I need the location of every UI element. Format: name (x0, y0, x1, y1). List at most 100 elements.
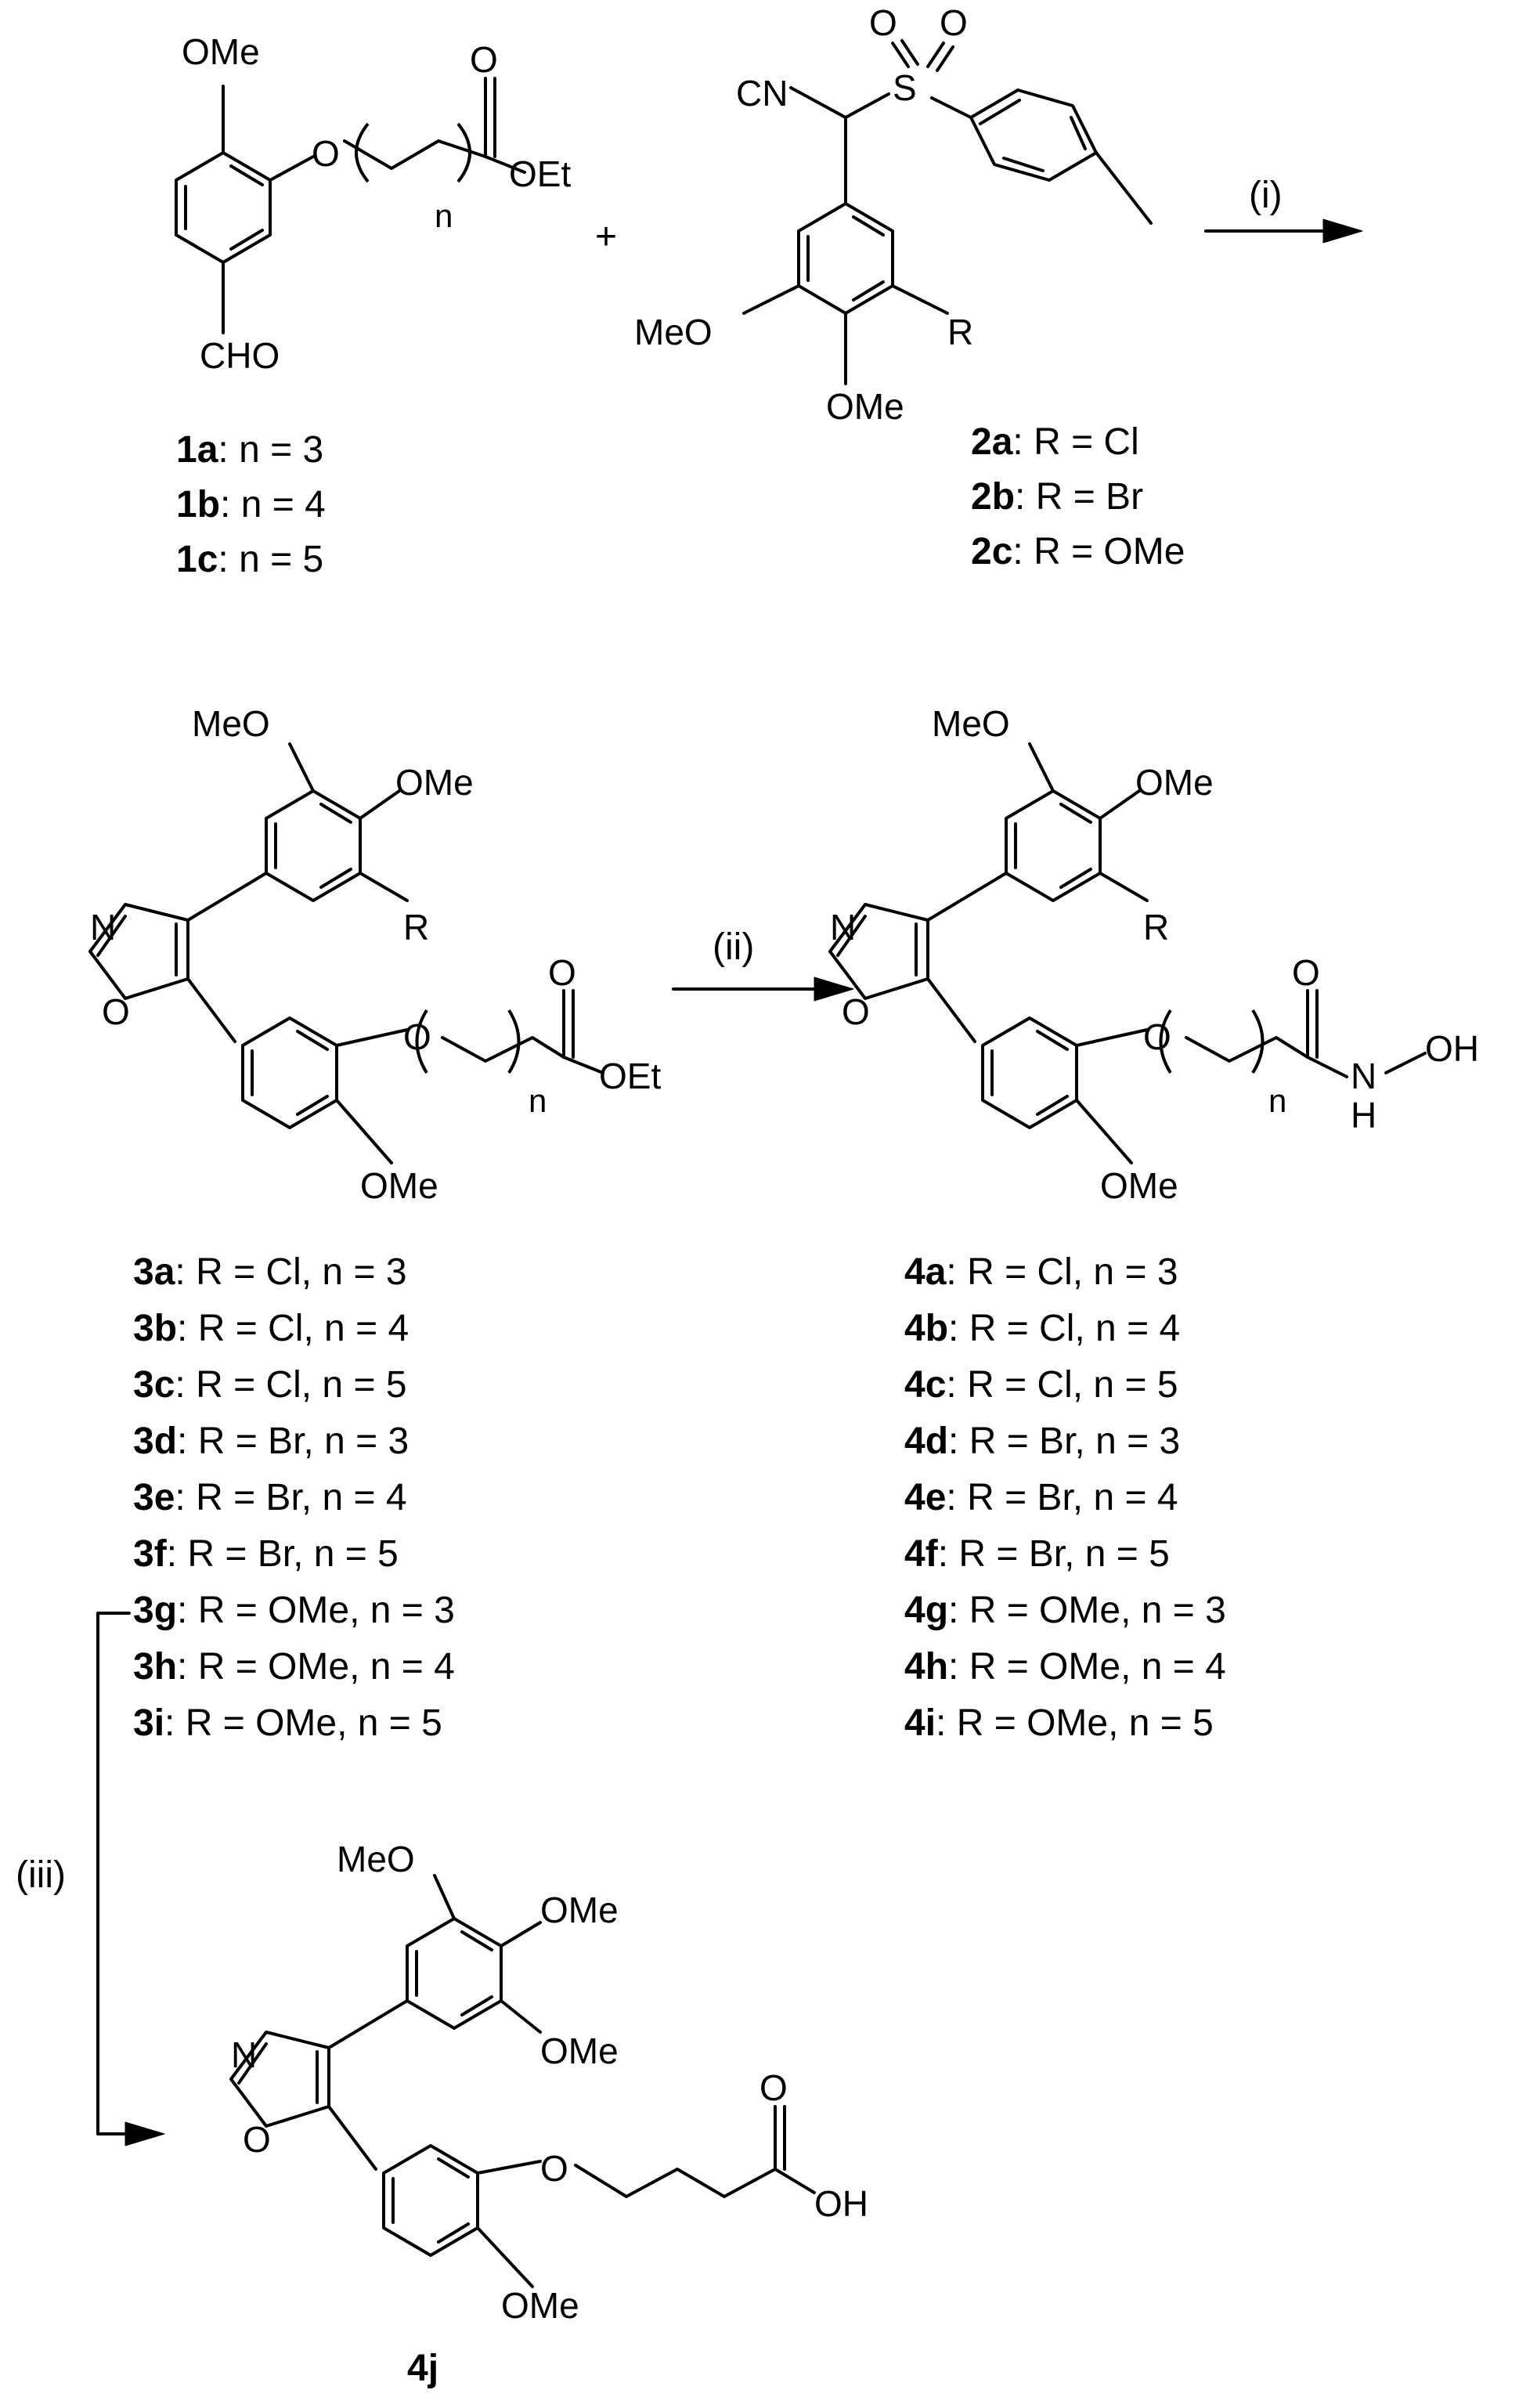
atom-OMe: OMe (826, 386, 904, 427)
compound-id: 4g (904, 1590, 948, 1631)
compound-id: 1b (176, 484, 220, 525)
atom-OMe: OMe (501, 2285, 579, 2326)
atom-OMe: OMe (540, 1890, 619, 1930)
atom-O: O (759, 2067, 788, 2108)
labels-3: 3a: R = Cl, n = 3 3b: R = Cl, n = 4 3c: … (133, 1251, 455, 1744)
svg-text:1a: n = 3: 1a: n = 3 (176, 429, 323, 471)
arrow-step-iii: (iii) (16, 1612, 165, 2146)
svg-text:3g: R = OMe, n = 3: 3g: R = OMe, n = 3 (133, 1590, 455, 1631)
plus-sign: + (595, 216, 617, 258)
compound-id: 1a (176, 429, 218, 471)
compound-id: 3f (133, 1533, 168, 1575)
compound-id: 4c (904, 1364, 946, 1406)
compound-id: 4d (904, 1421, 948, 1462)
compound-id: 3d (133, 1421, 177, 1462)
compound-desc: : R = OMe, n = 4 (177, 1646, 455, 1688)
svg-text:3d: R = Br, n = 3: 3d: R = Br, n = 3 (133, 1421, 409, 1462)
atom-OH: OH (814, 2183, 868, 2224)
compound-desc: : R = Cl (1012, 421, 1138, 463)
atom-MeO: MeO (192, 703, 270, 744)
atom-OMe: OMe (1100, 1165, 1178, 1206)
compound-desc: : R = Cl, n = 5 (175, 1364, 406, 1406)
compound-id: 3h (133, 1646, 177, 1688)
svg-text:3b: R = Cl, n = 4: 3b: R = Cl, n = 4 (133, 1308, 409, 1349)
svg-text:4e: R = Br, n = 4: 4e: R = Br, n = 4 (904, 1477, 1178, 1518)
compound-id: 3a (133, 1251, 175, 1293)
compound-id: 1c (176, 539, 218, 580)
labels-2: 2a: R = Cl 2b: R = Br 2c: R = OMe (971, 421, 1185, 572)
compound-desc: : n = 4 (220, 484, 326, 525)
structure-4: MeO OMe R N O O O N H OH n OMe (828, 703, 1479, 1206)
compound-desc: : R = Br, n = 3 (177, 1421, 409, 1462)
svg-text:4a: R = Cl, n = 3: 4a: R = Cl, n = 3 (904, 1251, 1178, 1293)
compound-id: 4b (904, 1308, 948, 1349)
atom-O: O (548, 952, 576, 993)
atom-OMe: OMe (540, 2031, 619, 2071)
atom-N: N (231, 2034, 257, 2075)
atom-n: n (435, 197, 453, 234)
compound-desc: : R = Br, n = 3 (948, 1421, 1180, 1462)
atom-CHO: CHO (200, 335, 280, 376)
compound-id: 3c (133, 1364, 175, 1406)
svg-text:4h: R = OMe, n = 4: 4h: R = OMe, n = 4 (904, 1646, 1226, 1688)
atom-N: N (830, 907, 856, 948)
compound-desc: : R = Cl, n = 5 (946, 1364, 1178, 1406)
svg-text:4f: R = Br, n = 5: 4f: R = Br, n = 5 (904, 1533, 1170, 1575)
atom-O: O (1292, 952, 1320, 993)
compound-id: 4i (904, 1702, 936, 1744)
svg-text:3e: R = Br, n = 4: 3e: R = Br, n = 4 (133, 1477, 407, 1518)
svg-text:4b: R = Cl, n = 4: 4b: R = Cl, n = 4 (904, 1308, 1180, 1349)
arrow-step-i: (i) (1204, 175, 1363, 244)
compound-desc: : R = Br (1015, 476, 1143, 518)
svg-text:2a: R = Cl: 2a: R = Cl (971, 421, 1139, 463)
atom-O: O (940, 2, 968, 43)
arrow-step-ii: (ii) (672, 926, 854, 1002)
compound-id: 3g (133, 1590, 177, 1631)
atom-O: O (842, 991, 870, 1032)
atom-OMe: OMe (182, 31, 260, 72)
atom-MeO: MeO (337, 1839, 415, 1879)
atom-O: O (540, 2148, 568, 2189)
svg-text:3c: R = Cl, n = 5: 3c: R = Cl, n = 5 (133, 1364, 407, 1406)
atom-OEt: OEt (509, 153, 571, 194)
compound-desc: : R = OMe, n = 5 (936, 1702, 1214, 1744)
atom-R: R (1143, 907, 1169, 948)
compound-id: 2b (971, 476, 1015, 518)
compound-id: 3i (133, 1702, 164, 1744)
compound-id: 4h (904, 1646, 948, 1688)
atom-MeO: MeO (634, 312, 713, 352)
compound-id: 4e (904, 1477, 946, 1518)
atom-O: O (470, 39, 498, 80)
svg-text:1b: n = 4: 1b: n = 4 (176, 484, 326, 525)
compound-desc: : R = Cl, n = 3 (175, 1251, 406, 1293)
svg-text:1c: n = 5: 1c: n = 5 (176, 539, 323, 580)
svg-text:3h: R = OMe, n = 4: 3h: R = OMe, n = 4 (133, 1646, 455, 1688)
compound-desc: : R = Cl, n = 4 (948, 1308, 1180, 1349)
svg-text:2b: R = Br: 2b: R = Br (971, 476, 1143, 518)
atom-N: N (90, 907, 116, 948)
compound-desc: : R = OMe (1012, 531, 1185, 572)
compound-id: 4j (407, 2348, 438, 2389)
atom-R: R (947, 312, 973, 352)
compound-desc: : R = OMe, n = 4 (948, 1646, 1226, 1688)
atom-MeO: MeO (932, 703, 1010, 744)
compound-desc: : n = 3 (218, 429, 323, 471)
svg-text:4i: R = OMe, n = 5: 4i: R = OMe, n = 5 (904, 1702, 1214, 1744)
compound-desc: : n = 5 (218, 539, 323, 580)
compound-desc: : R = Br, n = 5 (938, 1533, 1170, 1575)
atom-OMe: OMe (395, 762, 474, 803)
atom-n: n (1268, 1082, 1286, 1119)
atom-O: O (869, 2, 897, 43)
structure-4j: MeO OMe OMe N O O O OH OMe 4j (229, 1839, 868, 2389)
compound-desc: : R = OMe, n = 5 (164, 1702, 442, 1744)
compound-desc: : R = Cl, n = 3 (946, 1251, 1178, 1293)
atom-OH: OH (1425, 1028, 1479, 1069)
reagent-label: (iii) (16, 1854, 66, 1896)
compound-desc: : R = Br, n = 4 (946, 1477, 1178, 1518)
structure-1: OMe O O OEt n CHO (175, 31, 571, 376)
compound-desc: : R = Br, n = 5 (167, 1533, 399, 1575)
reagent-label: (i) (1249, 175, 1283, 216)
svg-text:3a: R = Cl, n = 3: 3a: R = Cl, n = 3 (133, 1251, 407, 1293)
compound-id: 3b (133, 1308, 177, 1349)
